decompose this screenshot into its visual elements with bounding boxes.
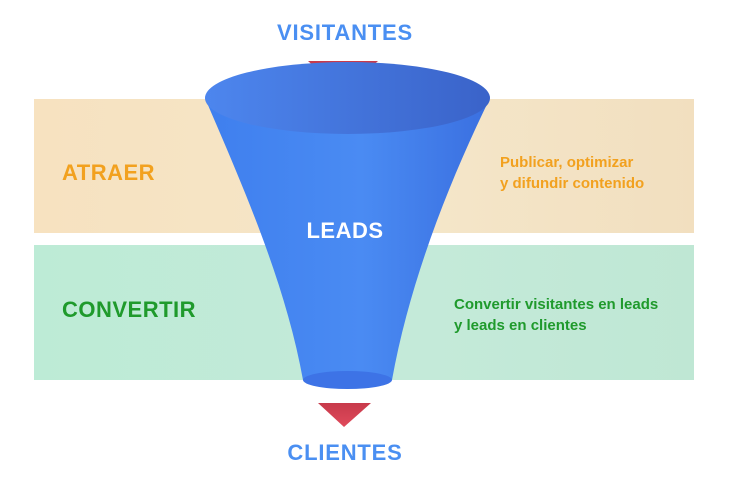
- stage-label-clientes: CLIENTES: [287, 440, 403, 465]
- stage-description-atraer: Publicar, optimizar y difundir contenido: [500, 152, 690, 194]
- stage-description-line: Convertir visitantes en leads: [454, 296, 659, 313]
- funnel-bottom-rim: [303, 371, 392, 389]
- stage-description-convertir: Convertir visitantes en leads y leads en…: [454, 294, 689, 336]
- stage-label-leads: LEADS: [306, 218, 384, 243]
- arrow-down-bottom: [318, 403, 371, 427]
- stage-title-atraer: ATRAER: [62, 160, 156, 185]
- stage-description-line: y difundir contenido: [500, 175, 645, 192]
- stage-label-visitantes: VISITANTES: [277, 20, 413, 45]
- funnel-top-opening: [205, 62, 490, 134]
- stage-description-line: y leads en clientes: [454, 317, 587, 334]
- stage-title-convertir: CONVERTIR: [62, 297, 197, 322]
- stage-description-line: Publicar, optimizar: [500, 154, 634, 171]
- funnel-body: [205, 98, 490, 380]
